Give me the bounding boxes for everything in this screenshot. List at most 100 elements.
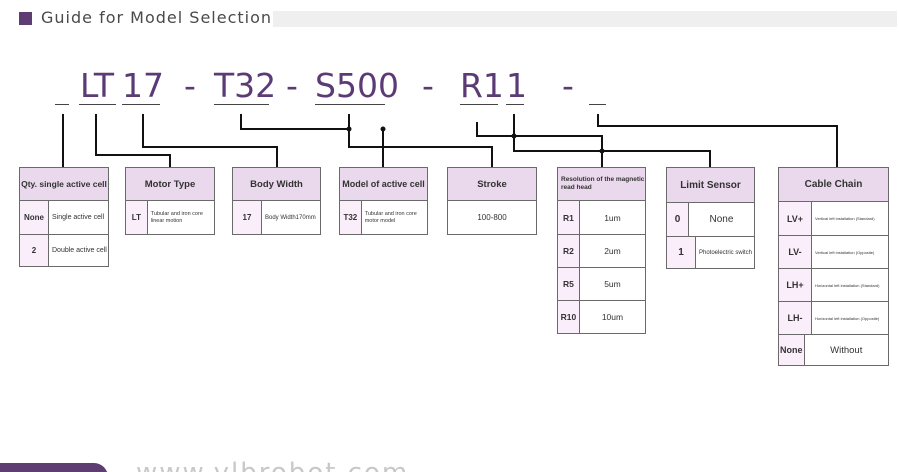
table-body: Body Width 17 Body Width170mm	[232, 167, 321, 235]
table-stroke-title: Stroke	[448, 168, 536, 201]
table-cell-value: 1um	[604, 212, 621, 223]
connector-resolution	[476, 122, 603, 168]
connector-body	[142, 114, 278, 168]
table-cell-value: None	[709, 214, 734, 225]
junction-dot-2	[346, 126, 352, 132]
table-motor-title: Motor Type	[126, 168, 214, 201]
code-s500: S500	[315, 66, 399, 105]
table-cell-key: None	[20, 201, 49, 234]
table-resolution: Resolution of the magnetic read head R1 …	[557, 167, 646, 334]
code-lt: LT	[80, 66, 114, 105]
table-row: R5 5um	[558, 267, 645, 300]
footer-badge	[0, 463, 108, 472]
code-blank-underline-1	[55, 104, 69, 105]
table-resolution-title: Resolution of the magnetic read head	[558, 168, 645, 201]
table-motor: Motor Type LT Tubular and iron core line…	[125, 167, 215, 235]
code-17: 17	[122, 66, 164, 105]
header-square-icon	[19, 12, 32, 25]
table-cell-key: R2	[558, 235, 580, 267]
table-stroke: Stroke 100-800	[447, 167, 537, 235]
table-row: R2 2um	[558, 234, 645, 267]
code-t32: T32	[214, 66, 277, 105]
code-1-underline	[506, 104, 524, 105]
code-dash-2: -	[286, 66, 298, 105]
connector-limit	[513, 114, 711, 168]
junction-dot-3	[511, 133, 517, 139]
table-model-title: Model of active cell	[340, 168, 427, 201]
table-row: LV+ Vertical left installation (Standard…	[779, 202, 888, 235]
code-dash-3: -	[422, 66, 434, 105]
code-t32-underline	[214, 104, 269, 105]
table-row: 2 Double active cell	[20, 234, 108, 266]
table-row: LH+ Horizontal left installation (Standa…	[779, 268, 888, 301]
connector-motor	[95, 114, 171, 168]
table-cell-key: LT	[126, 201, 148, 234]
table-row: LV- Vertical left installation (Opposite…	[779, 235, 888, 268]
table-cell-value: 10um	[601, 312, 624, 322]
table-model: Model of active cell T32 Tubular and iro…	[339, 167, 428, 235]
table-cell-key: R10	[558, 301, 580, 333]
table-row: 17 Body Width170mm	[233, 201, 320, 234]
table-cell-value: Vertical left installation (Standard)	[815, 216, 875, 221]
table-cable: Cable Chain LV+ Vertical left installati…	[778, 167, 889, 366]
table-cell-value: Without	[830, 344, 863, 356]
table-cell-key: 17	[233, 201, 262, 234]
table-cell-value: Tubular and iron core linear motion	[150, 210, 203, 224]
connector-stroke	[348, 129, 493, 168]
table-cell-value: Body Width170mm	[265, 214, 316, 221]
code-blank-underline-2	[589, 104, 606, 105]
table-cable-title: Cable Chain	[779, 168, 888, 202]
table-cell-value: Vertical left installation (Opposite)	[815, 249, 875, 255]
table-row: LT Tubular and iron core linear motion	[126, 201, 214, 234]
page-title: Guide for Model Selection	[41, 8, 273, 27]
table-cell-value: Tubular and iron core motor model	[364, 210, 417, 224]
table-cell-key: T32	[340, 201, 362, 234]
table-cell-value: Horizontal left installation (Opposite)	[815, 315, 880, 321]
table-limit: Limit Sensor 0 None 1 Photoelectric swit…	[666, 167, 755, 269]
table-cell-key: LH-	[779, 302, 812, 334]
junction-dot-4	[599, 148, 605, 154]
table-cell-value: 5um	[604, 279, 621, 289]
footer-url: www.ylbrobot.com	[136, 458, 409, 472]
table-row: T32 Tubular and iron core motor model	[340, 201, 427, 234]
table-cell-key: None	[779, 335, 805, 365]
table-row: 0 None	[667, 203, 754, 236]
code-s500-underline	[315, 104, 385, 105]
table-cell-key: 1	[667, 237, 696, 268]
table-cell-value: 100-800	[477, 213, 507, 222]
table-row: 1 Photoelectric switch	[667, 236, 754, 268]
table-cell-key: 2	[20, 235, 49, 266]
table-cell-key: LV-	[779, 236, 812, 268]
connector-cable	[597, 114, 838, 168]
table-cell-key: LV+	[779, 202, 812, 235]
junction-dot-1	[380, 126, 386, 132]
code-r1-underline	[460, 104, 498, 105]
connector-model	[240, 114, 350, 130]
table-cell-value: 2um	[604, 246, 621, 256]
table-row: 100-800	[448, 201, 536, 234]
table-row: R10 10um	[558, 300, 645, 333]
table-row: R1 1um	[558, 201, 645, 234]
table-row: None Single active cell	[20, 201, 108, 234]
table-cell-value: Horizontal left installation (Standard)	[815, 282, 880, 288]
code-17-underline	[122, 104, 160, 105]
table-cell-key: R5	[558, 268, 580, 300]
table-cell-value: Single active cell	[52, 214, 105, 221]
table-limit-title: Limit Sensor	[667, 168, 754, 203]
code-dash-4: -	[562, 66, 574, 105]
table-row: None Without	[779, 334, 888, 365]
table-cell-key: LH+	[779, 269, 812, 301]
table-row: LH- Horizontal left installation (Opposi…	[779, 301, 888, 334]
code-r1: R1	[460, 66, 504, 105]
table-cell-key: 0	[667, 203, 689, 236]
table-cell-value: Photoelectric switch	[699, 249, 753, 256]
table-cell-key: R1	[558, 201, 580, 234]
header-bar	[273, 11, 897, 27]
table-qty: Qty. single active cell None Single acti…	[19, 167, 109, 267]
table-body-title: Body Width	[233, 168, 320, 201]
table-qty-title: Qty. single active cell	[20, 168, 108, 201]
code-lt-underline	[79, 104, 116, 105]
code-dash-1: -	[184, 66, 196, 105]
code-1: 1	[506, 66, 527, 105]
